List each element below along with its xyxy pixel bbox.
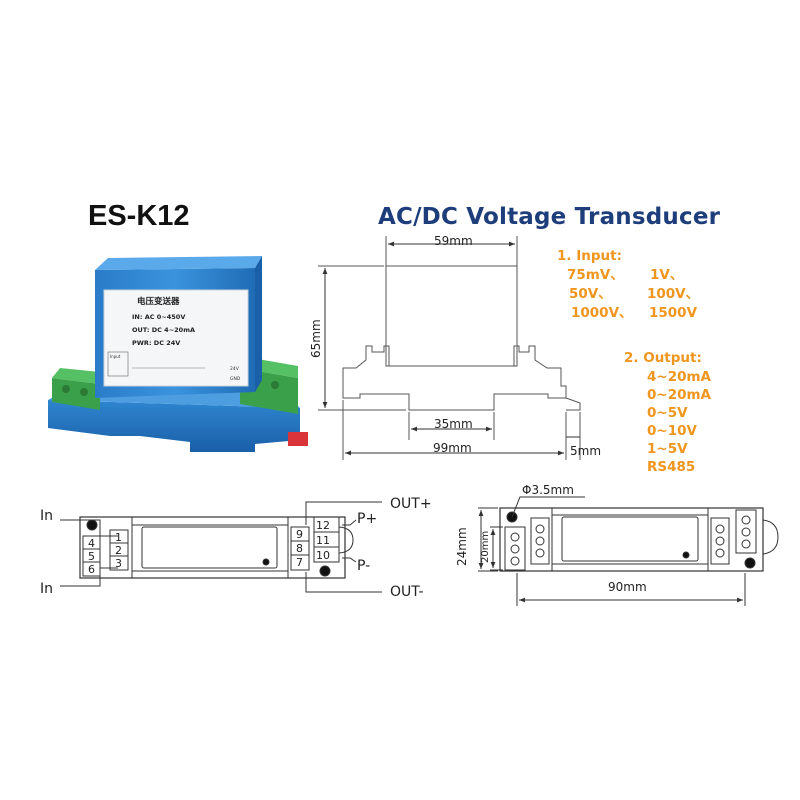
output-value-0-20ma: 0~20mA <box>647 387 712 403</box>
label-out-minus: OUT- <box>390 584 424 600</box>
label-in-top: In <box>40 508 53 524</box>
front-view-base <box>342 345 567 411</box>
input-spec-title: 1. Input: <box>557 248 622 264</box>
label-output: OUT: DC 4~20mA <box>132 326 195 334</box>
terminal-12: 12 <box>316 519 330 532</box>
terminal-6: 6 <box>88 563 95 576</box>
input-value-100v: 100V、 <box>647 286 700 302</box>
terminal-10: 10 <box>316 549 330 562</box>
output-value-0-10v: 0~10V <box>647 423 697 439</box>
input-value-1500v: 1500V <box>649 305 698 321</box>
wiring-display-window <box>141 526 278 569</box>
terminal-4: 4 <box>88 537 95 550</box>
top-view-display-window <box>561 516 699 562</box>
input-value-75mv: 75mV、 <box>567 267 624 283</box>
terminal-8: 8 <box>296 542 303 555</box>
output-value-4-20ma: 4~20mA <box>647 369 712 385</box>
wiring-diagram <box>60 501 382 593</box>
top-view-drawing <box>478 496 779 606</box>
label-p-plus: P+ <box>357 511 377 527</box>
mounting-hole-right <box>319 565 331 577</box>
terminal-1: 1 <box>115 531 122 544</box>
wire-in-top <box>60 519 118 537</box>
output-spec-title: 2. Output: <box>624 350 702 366</box>
hole-label: Φ3.5mm <box>522 483 574 497</box>
front-view-housing <box>385 265 518 367</box>
label-term-gnd: GND <box>230 376 241 382</box>
dim-height-label: 65mm <box>309 319 323 358</box>
wire-out-plus <box>305 501 382 525</box>
wire-out-minus <box>305 572 382 593</box>
front-view-clip <box>565 397 581 411</box>
terminal-7: 7 <box>296 556 303 569</box>
wire-p-plus <box>342 519 357 526</box>
label-term-24v: 24V <box>230 366 240 372</box>
input-value-1000v: 1000V、 <box>571 305 633 321</box>
dim-depth-label: 99mm <box>433 441 472 455</box>
dim-length-label: 90mm <box>608 580 647 594</box>
product-photo: 电压变送器 IN: AC 0~450V OUT: DC 4~20mA PWR: … <box>48 256 308 452</box>
model-name: ES-K12 <box>88 200 190 232</box>
output-value-rs485: RS485 <box>647 459 696 475</box>
wire-in-bottom <box>60 567 118 587</box>
dim-clip-label: 5mm <box>570 444 601 458</box>
dim-rail-label: 35mm <box>434 417 473 431</box>
label-in-bottom: In <box>40 581 53 597</box>
input-value-1v: 1V、 <box>650 267 684 283</box>
terminal-3: 3 <box>115 557 122 570</box>
label-out-plus: OUT+ <box>390 496 432 512</box>
wire-p-minus <box>342 557 357 563</box>
device-base <box>48 400 300 452</box>
label-input: IN: AC 0~450V <box>132 313 185 321</box>
mounting-hole-left <box>86 519 98 531</box>
terminal-9: 9 <box>296 528 303 541</box>
label-p-minus: P- <box>357 558 370 574</box>
output-value-0-5v: 0~5V <box>647 405 688 421</box>
product-title: AC/DC Voltage Transducer <box>378 204 721 230</box>
output-value-1-5v: 1~5V <box>647 441 688 457</box>
terminal-5: 5 <box>88 550 95 563</box>
dim-outer-height-label: 24mm <box>455 527 469 566</box>
input-value-50v: 50V、 <box>569 286 612 302</box>
top-view-hole-right <box>744 557 756 569</box>
label-device-name: 电压变送器 <box>137 296 180 307</box>
terminal-11: 11 <box>316 534 330 547</box>
label-power: PWR: DC 24V <box>132 339 180 347</box>
dim-inner-height-label: 20mm <box>480 531 491 563</box>
front-view-drawing <box>318 236 581 460</box>
din-clip <box>288 432 308 446</box>
label-term-input: Input <box>110 354 121 359</box>
hole-callout-line <box>511 496 585 518</box>
terminal-2: 2 <box>115 544 122 557</box>
dim-width-label: 59mm <box>434 234 473 248</box>
